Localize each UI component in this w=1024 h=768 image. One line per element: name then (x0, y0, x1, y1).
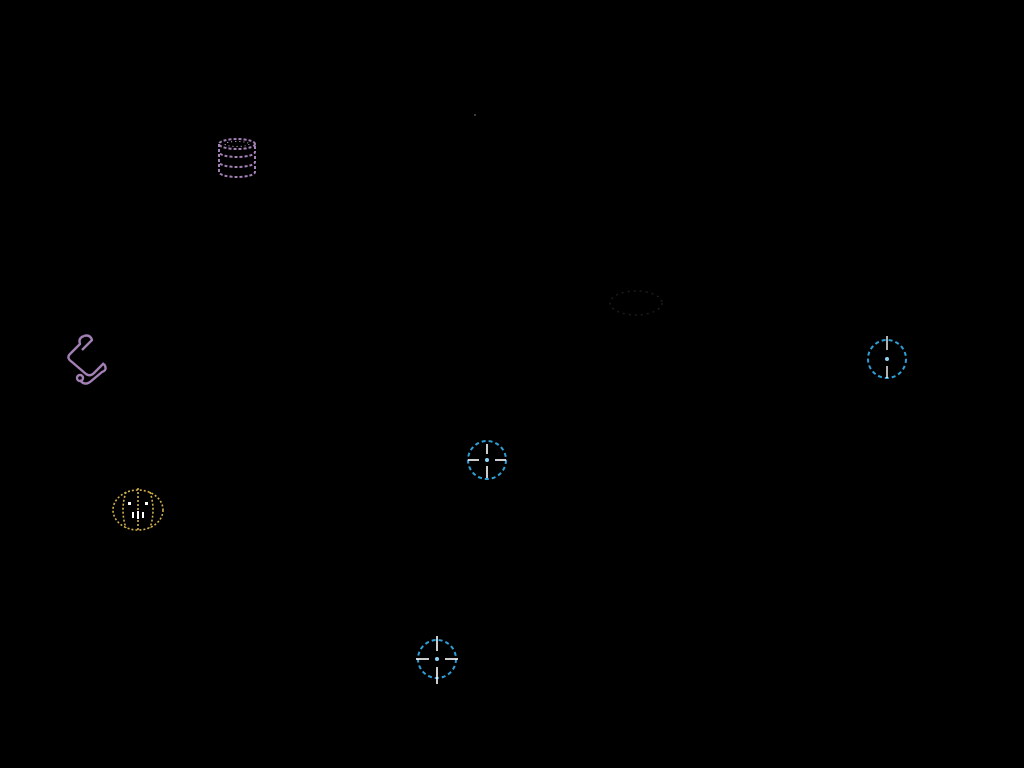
stacked-coins-icon[interactable] (214, 136, 260, 182)
star-dot (474, 114, 476, 116)
faint-marker-icon (606, 286, 666, 320)
pumpkin-creature-icon[interactable] (110, 484, 166, 534)
crosshair-target-icon[interactable] (412, 634, 462, 686)
crosshair-target-icon[interactable] (462, 436, 512, 486)
crosshair-target-icon[interactable] (862, 334, 912, 382)
scroll-icon[interactable] (66, 332, 108, 386)
